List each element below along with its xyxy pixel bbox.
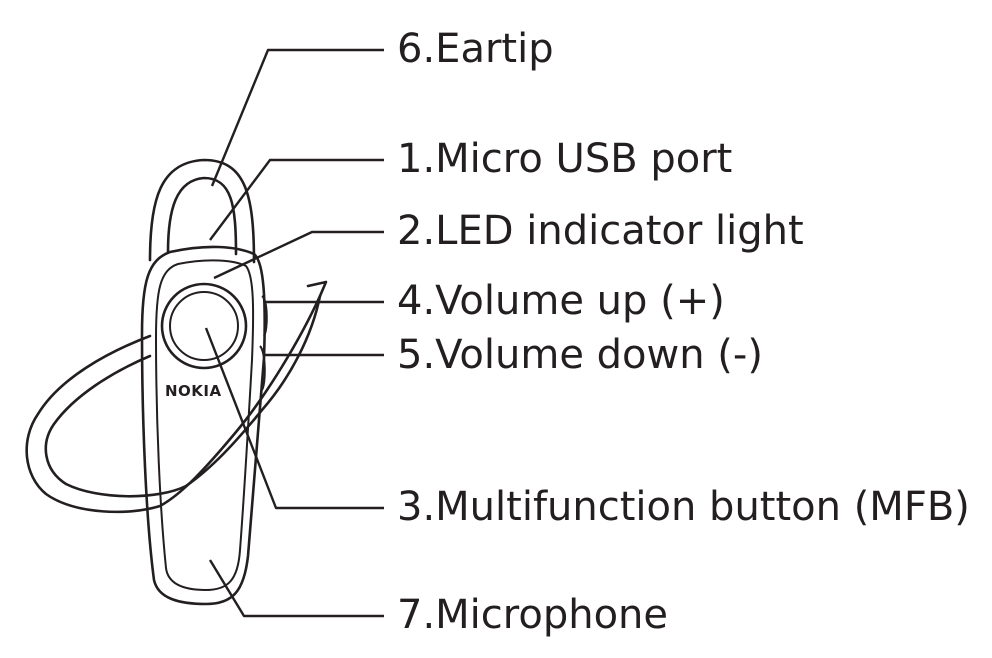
multifunction-button bbox=[160, 282, 248, 370]
brand-logo: NOKIA bbox=[165, 382, 222, 400]
leader-mic bbox=[208, 559, 384, 618]
leader-eartip bbox=[210, 48, 384, 187]
label-volume-up: 4.Volume up (+) bbox=[397, 278, 725, 324]
leader-mfb bbox=[204, 327, 384, 510]
leader-led bbox=[213, 230, 384, 280]
eartip bbox=[148, 158, 256, 264]
label-micro-usb-port: 1.Micro USB port bbox=[397, 136, 732, 182]
label-led-indicator: 2.LED indicator light bbox=[397, 208, 804, 254]
leader-usb bbox=[209, 158, 384, 241]
leader-lines bbox=[204, 48, 384, 618]
ear-hook bbox=[25, 280, 328, 514]
label-multifunction-button: 3.Multifunction button (MFB) bbox=[397, 484, 970, 530]
label-microphone: 7.Microphone bbox=[397, 592, 668, 638]
headset-body bbox=[140, 245, 266, 606]
label-volume-down: 5.Volume down (-) bbox=[397, 332, 763, 378]
volume-buttons bbox=[259, 295, 268, 391]
label-eartip: 6.Eartip bbox=[397, 26, 554, 72]
